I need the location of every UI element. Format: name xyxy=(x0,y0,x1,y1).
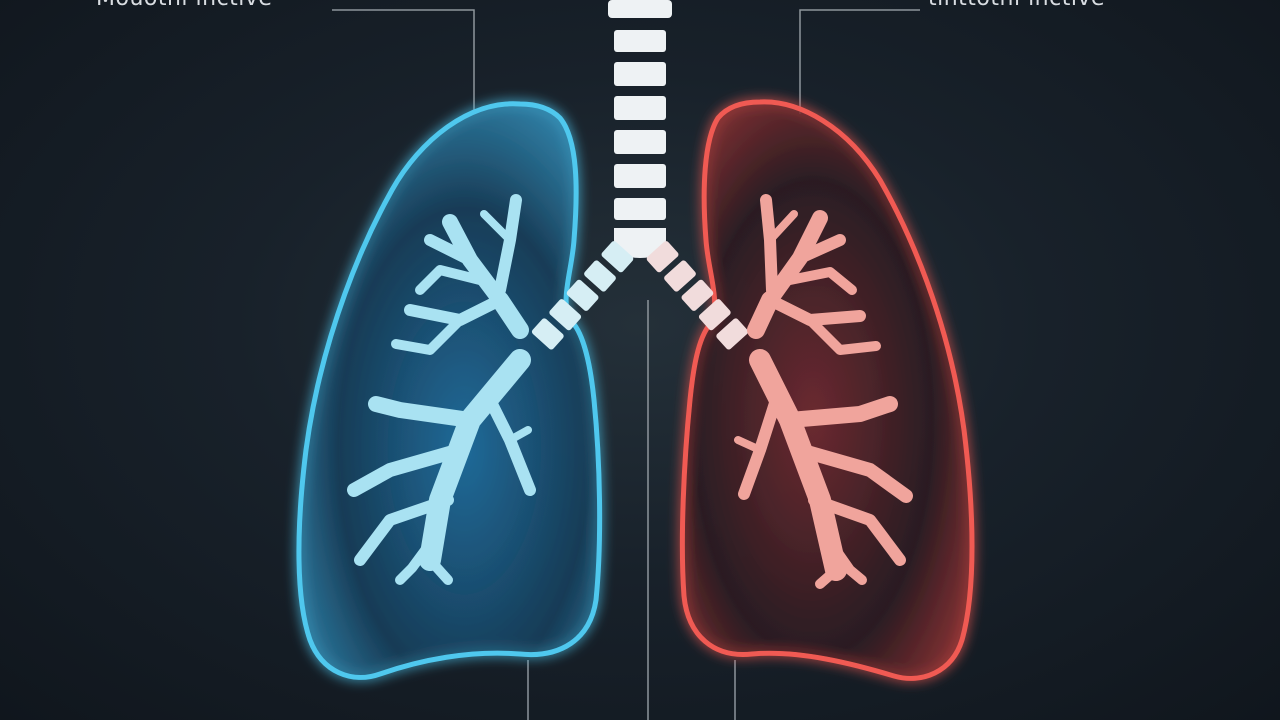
trachea xyxy=(608,0,672,258)
right-lung xyxy=(679,99,975,681)
label-right-lung: tinttotni inctive xyxy=(928,0,1105,11)
right-bronchial-tree xyxy=(734,194,913,589)
leader-line-right xyxy=(799,9,920,114)
left-bronchial-tree xyxy=(347,194,536,585)
label-left-lung: Mouotni inctive xyxy=(96,0,272,11)
leader-lines xyxy=(332,9,920,720)
leader-line-left xyxy=(332,9,475,114)
left-bronchus xyxy=(531,241,634,350)
left-lung xyxy=(296,101,603,680)
right-bronchus xyxy=(646,241,749,350)
